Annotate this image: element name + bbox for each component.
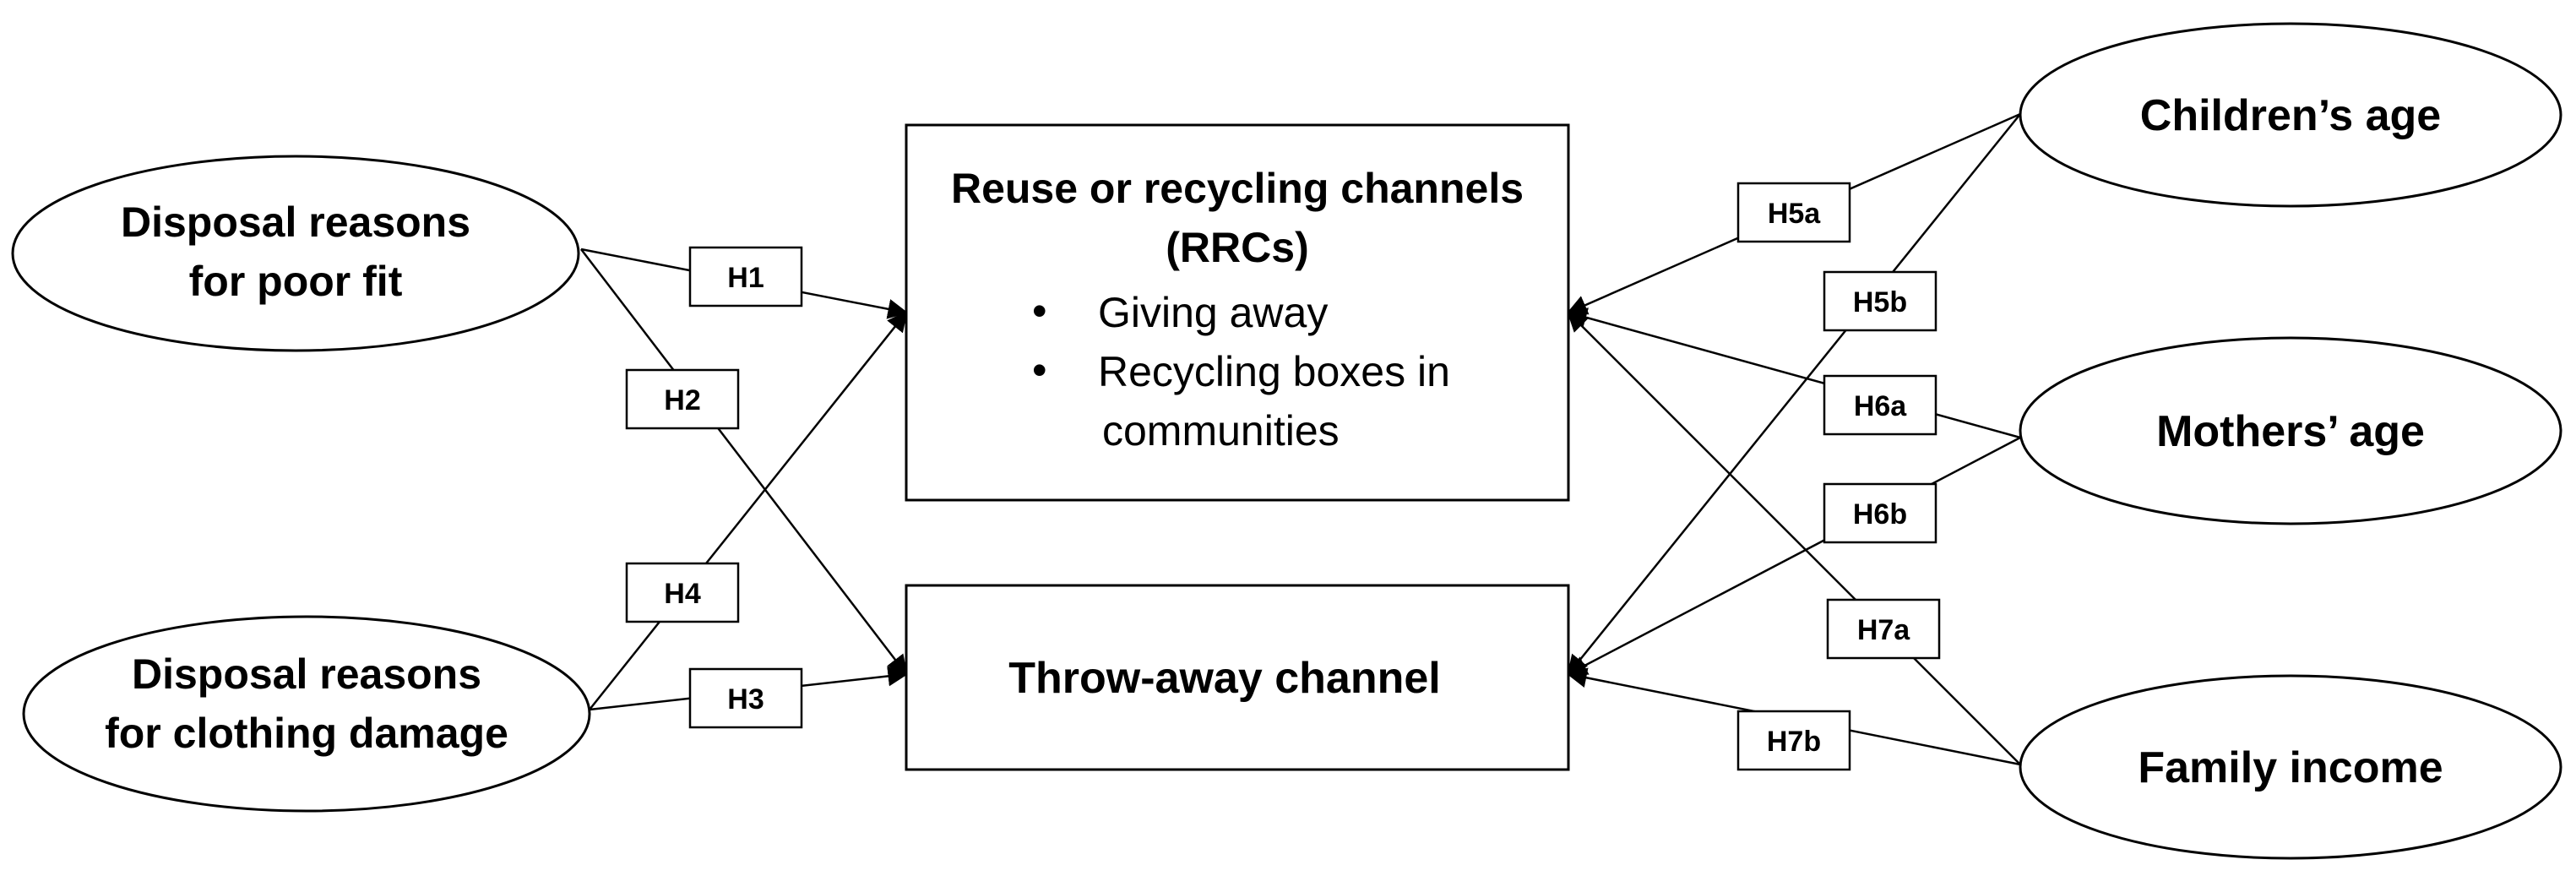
hyp-h6b-label: H6b (1853, 498, 1907, 530)
hyp-h3: H3 (688, 667, 803, 729)
edge-h2 (580, 248, 908, 676)
node-clothing-damage-line-1: Disposal reasons (132, 650, 481, 698)
hyp-h6a-label: H6a (1854, 390, 1907, 422)
node-poor-fit-line-1: Disposal reasons (121, 199, 470, 246)
node-family-income: Family income (2019, 674, 2562, 860)
hyp-h7a-label: H7a (1857, 614, 1910, 646)
node-throw-away-label: Throw-away channel (1008, 654, 1440, 703)
hyp-h4: H4 (625, 562, 740, 623)
edge-h5b (1567, 113, 2021, 676)
node-rrc-bullet-2: Recycling boxes in (1098, 348, 1450, 395)
edge-h6b (1566, 436, 2021, 676)
node-clothing-damage: Disposal reasons for clothing damage (22, 615, 591, 813)
node-family-income-label: Family income (2138, 743, 2443, 792)
node-rrc-bullet-1-glyph: • (1032, 287, 1047, 335)
node-mothers-age-label: Mothers’ age (2156, 407, 2425, 456)
node-mothers-age: Mothers’ age (2019, 336, 2562, 525)
hyp-h7b: H7b (1736, 710, 1851, 771)
node-rrc: Reuse or recycling channels (RRCs) • Giv… (905, 123, 1570, 502)
hyp-h2: H2 (625, 368, 740, 430)
node-rrc-title-line-1: Reuse or recycling channels (951, 165, 1524, 212)
hyp-h1: H1 (688, 246, 803, 307)
node-poor-fit: Disposal reasons for poor fit (11, 155, 580, 352)
edge-h7a (1567, 311, 2021, 765)
hyp-h7a: H7a (1826, 598, 1941, 660)
hyp-h1-label: H1 (727, 262, 764, 294)
hyp-h5a: H5a (1736, 182, 1851, 243)
hyp-h7b-label: H7b (1767, 726, 1821, 758)
node-poor-fit-line-2: for poor fit (189, 258, 403, 305)
hyp-h5b-label: H5b (1853, 286, 1907, 318)
edge-h6a (1566, 307, 2021, 439)
node-clothing-damage-line-2: for clothing damage (105, 710, 508, 757)
hyp-h2-label: H2 (664, 384, 700, 416)
node-rrc-bullet-2-continuation: communities (1102, 407, 1340, 454)
hyp-h5a-label: H5a (1768, 198, 1821, 230)
hyp-h5b: H5b (1823, 270, 1937, 332)
hyp-h6a: H6a (1823, 374, 1937, 436)
node-throw-away: Throw-away channel (905, 584, 1570, 771)
node-rrc-title-line-2: (RRCs) (1166, 224, 1308, 271)
hyp-h4-label: H4 (664, 578, 701, 610)
node-rrc-bullet-2-glyph: • (1032, 346, 1047, 394)
hyp-h3-label: H3 (727, 683, 764, 715)
node-children-age: Children’s age (2019, 22, 2562, 208)
node-rrc-bullet-1: Giving away (1098, 289, 1328, 336)
hyp-h6b: H6b (1823, 482, 1937, 544)
edge-h4 (589, 311, 908, 710)
node-children-age-label: Children’s age (2140, 91, 2441, 140)
